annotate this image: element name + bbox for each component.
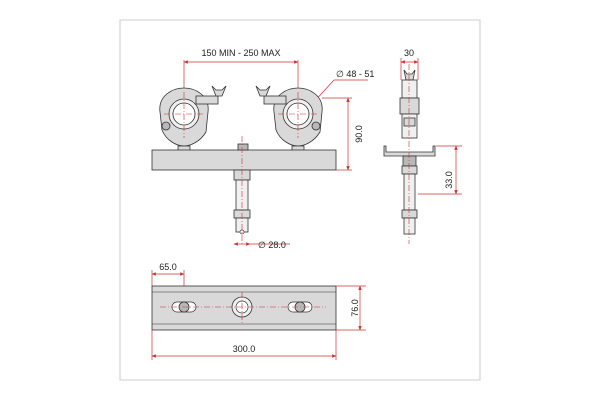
side-clamp-bolt <box>403 117 416 127</box>
left-clamp-pivot <box>161 121 171 131</box>
left-clamp-bolt <box>195 95 219 105</box>
side-spigot-collar <box>401 165 418 175</box>
side-width-label: 30 <box>404 48 414 58</box>
right-clamp <box>255 85 323 153</box>
height-label: 90.0 <box>354 125 364 143</box>
plate-width-label: 76.0 <box>350 299 360 317</box>
side-spigot-shaft <box>403 173 416 211</box>
hole-offset-label: 65.0 <box>159 262 177 272</box>
left-wing-nut <box>211 85 227 97</box>
side-nut <box>402 155 417 167</box>
plate-length-label: 300.0 <box>233 344 256 354</box>
left-clamp <box>159 85 227 153</box>
right-clamp-bolt <box>263 95 287 105</box>
right-wing-nut <box>255 85 271 97</box>
side-view: 30 33.0 <box>383 48 462 244</box>
front-plate <box>151 149 337 171</box>
side-spigot-label: 33.0 <box>444 171 454 189</box>
tube-diameter-label: ∅ 48 - 51 <box>336 69 374 79</box>
clamp-spacing-label: 150 MIN - 250 MAX <box>201 48 280 58</box>
top-view: 65.0 76.0 300.0 <box>151 262 366 360</box>
side-spigot-tip <box>403 217 416 235</box>
spigot-diameter-label: ∅ 28.0 <box>258 240 286 250</box>
front-center-nut <box>237 143 249 151</box>
side-spigot-ring <box>401 209 418 219</box>
side-clamp-upper <box>401 79 418 99</box>
side-clamp-middle <box>399 97 420 115</box>
front-view: 150 MIN - 250 MAX ∅ 48 - 51 <box>151 48 374 250</box>
side-plate <box>383 145 436 157</box>
right-clamp-pivot <box>311 121 321 131</box>
